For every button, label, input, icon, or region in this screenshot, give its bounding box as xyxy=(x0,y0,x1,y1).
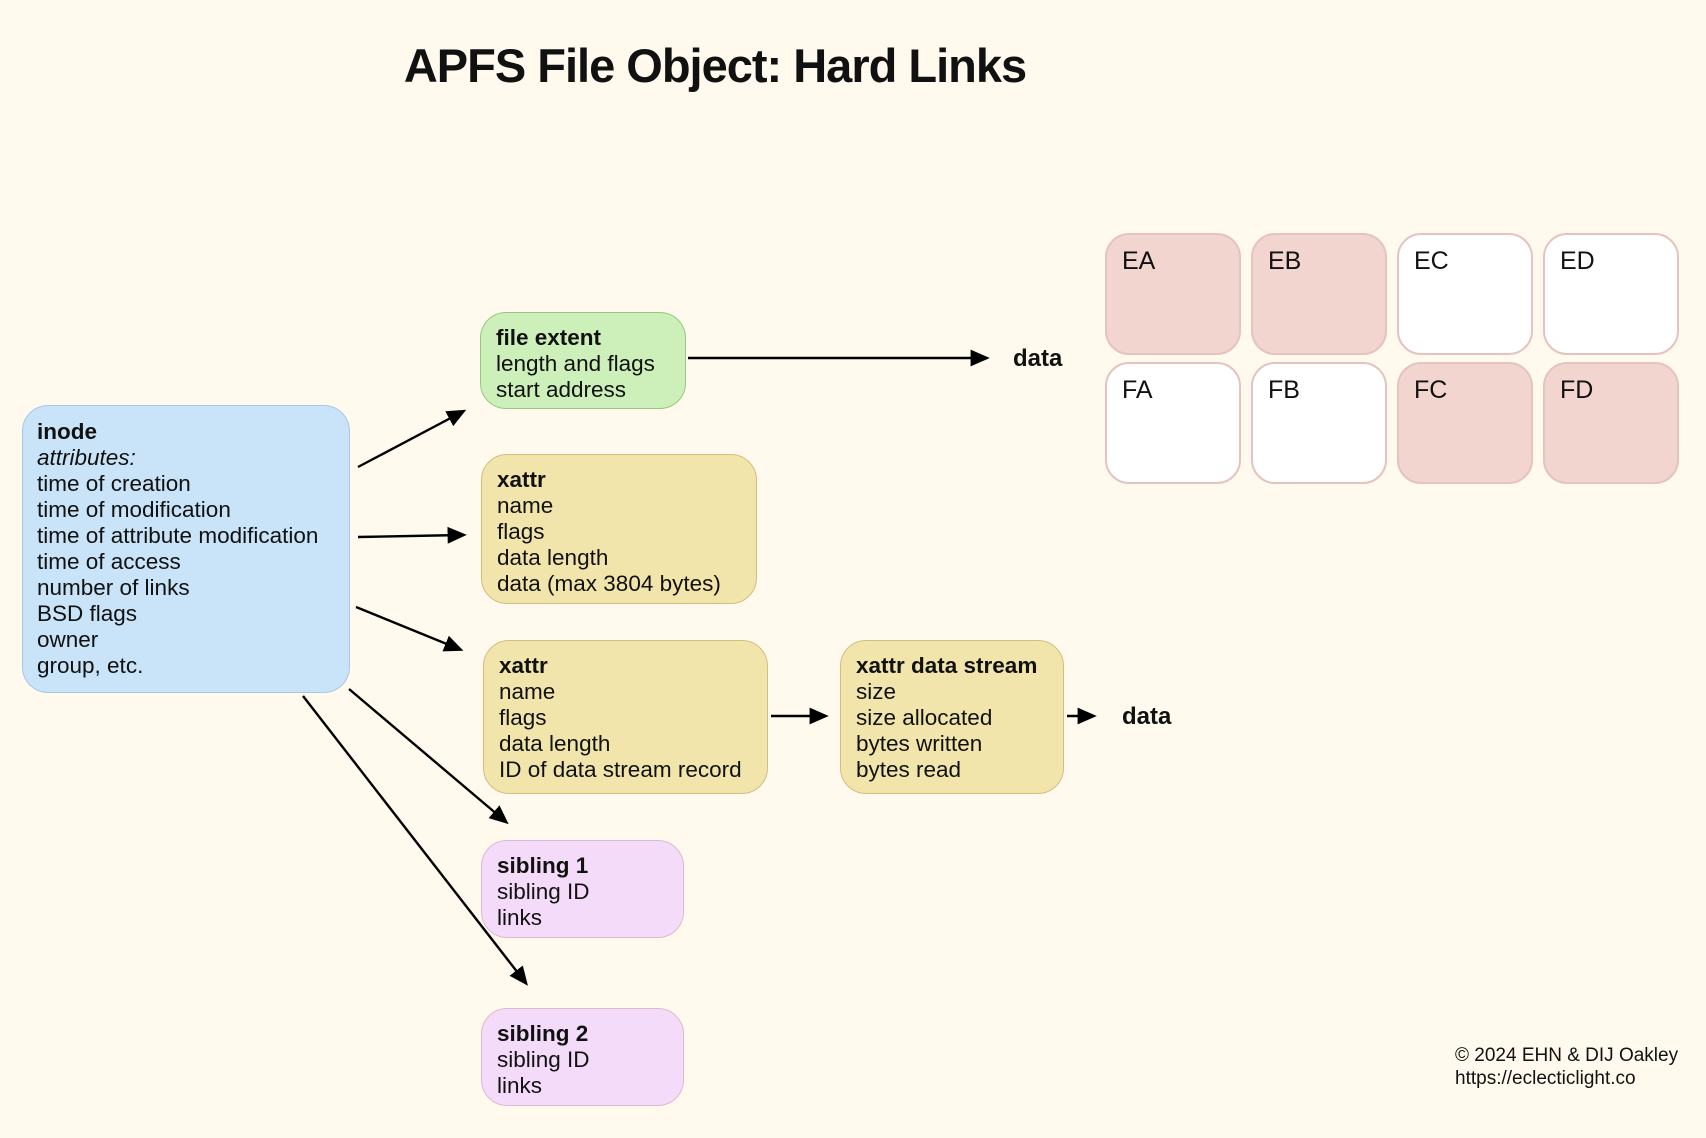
arrow-inode-to-xattr-inline xyxy=(357,526,467,544)
box-line: flags xyxy=(499,705,547,730)
arrow-inode-to-sibling2 xyxy=(302,695,528,986)
grid-cell-label: EC xyxy=(1414,247,1449,275)
box-line: name xyxy=(499,679,556,704)
xattr-data-stream-header: xattr data stream xyxy=(856,653,1038,678)
grid-cell-label: FC xyxy=(1414,376,1448,404)
box-line: size xyxy=(856,679,897,704)
box-line: start address xyxy=(496,377,627,402)
arrow-inode-to-file-extent xyxy=(357,409,467,469)
sibling1-header: sibling 1 xyxy=(497,853,589,878)
grid-cell-FD: FD xyxy=(1543,362,1679,484)
sibling2-header: sibling 2 xyxy=(497,1021,589,1046)
copyright-line2: https://eclecticlight.co xyxy=(1455,1068,1636,1089)
data-block-grid: EA EB EC ED FA FB FC FD xyxy=(1105,233,1679,484)
box-line: data (max 3804 bytes) xyxy=(497,571,721,596)
inode-header: inode xyxy=(37,419,97,444)
grid-cell-label: EB xyxy=(1268,247,1302,275)
box-line: bytes written xyxy=(856,731,983,756)
copyright: © 2024 EHN & DIJ Oakley https://eclectic… xyxy=(1455,1044,1678,1090)
box-line: size allocated xyxy=(856,705,993,730)
grid-cell-label: FB xyxy=(1268,376,1300,404)
file-extent-header: file extent xyxy=(496,325,602,350)
diagram-title: APFS File Object: Hard Links xyxy=(403,39,1027,92)
box-line: data length xyxy=(499,731,611,756)
grid-cell-label: FA xyxy=(1122,376,1153,404)
arrow-inode-to-xattr-stream-ref xyxy=(355,605,464,652)
box-line: BSD flags xyxy=(37,601,138,626)
grid-cell-FC: FC xyxy=(1397,362,1533,484)
box-line: flags xyxy=(497,519,545,544)
grid-cell-EB: EB xyxy=(1251,233,1387,355)
grid-cell-FA: FA xyxy=(1105,362,1241,484)
box-line: links xyxy=(497,1073,543,1098)
copyright-line1: © 2024 EHN & DIJ Oakley xyxy=(1455,1045,1679,1066)
box-line: time of creation xyxy=(37,471,191,496)
box-line: data length xyxy=(497,545,609,570)
grid-cell-FB: FB xyxy=(1251,362,1387,484)
arrow-inode-to-sibling1 xyxy=(348,688,509,825)
data-label-xattr-stream: data xyxy=(1122,703,1172,730)
grid-cell-ED: ED xyxy=(1543,233,1679,355)
box-line: ID of data stream record xyxy=(499,757,742,782)
box-line: name xyxy=(497,493,554,518)
data-label-file-extent: data xyxy=(1013,345,1063,372)
box-line: time of modification xyxy=(37,497,231,522)
box-line: length and flags xyxy=(496,351,655,376)
box-line: time of attribute modification xyxy=(37,523,319,548)
xattr-inline-header: xattr xyxy=(497,467,546,492)
grid-cell-label: ED xyxy=(1560,247,1595,275)
box-line: group, etc. xyxy=(37,653,144,678)
grid-cell-label: EA xyxy=(1122,247,1156,275)
inode-subheader: attributes: xyxy=(37,445,136,470)
box-line: bytes read xyxy=(856,757,962,782)
box-line: owner xyxy=(37,627,99,652)
xattr-stream-ref-header: xattr xyxy=(499,653,548,678)
grid-cell-label: FD xyxy=(1560,376,1594,404)
grid-cell-EA: EA xyxy=(1105,233,1241,355)
box-line: number of links xyxy=(37,575,190,600)
box-line: links xyxy=(497,905,543,930)
box-line: sibling ID xyxy=(497,1047,590,1072)
grid-cell-EC: EC xyxy=(1397,233,1533,355)
box-line: sibling ID xyxy=(497,879,590,904)
box-line: time of access xyxy=(37,549,181,574)
